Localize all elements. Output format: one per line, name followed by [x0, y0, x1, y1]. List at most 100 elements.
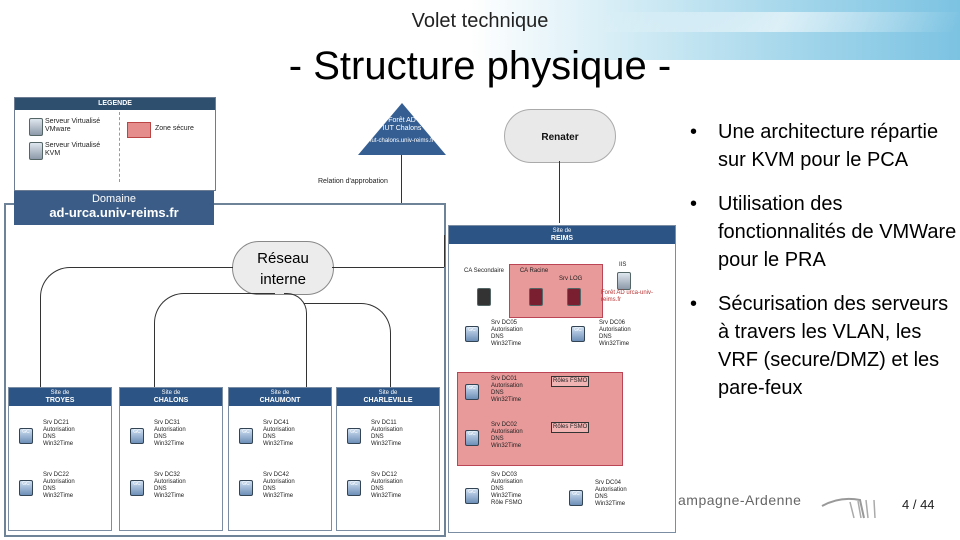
srv-name: Srv DC42 — [263, 472, 290, 478]
page-number: 4 / 44 — [902, 497, 935, 512]
role: Win32Time — [263, 441, 294, 447]
role: Win32Time — [371, 493, 402, 499]
gc-server-icon: GC — [239, 480, 253, 496]
site-reims-label: Site de — [552, 228, 572, 234]
renater-label: Renater — [541, 132, 579, 143]
role: Autorisation — [595, 487, 627, 493]
role: Win32Time — [491, 341, 522, 347]
srv-name: Srv DC02 — [491, 422, 518, 428]
gc-label: GC — [468, 489, 476, 495]
gc-label: GC — [572, 491, 580, 497]
secure-zone-swatch — [127, 122, 151, 138]
wire-chalons — [154, 293, 275, 388]
role: Autorisation — [371, 427, 403, 433]
srv-name: Srv DC01 — [491, 376, 518, 382]
bullet-dot-icon: • — [690, 121, 698, 143]
site-charleville-name: CHARLEVILLE — [363, 397, 413, 404]
gc-server-icon: GC — [130, 480, 144, 496]
bullet-item: •Utilisation des fonctionnalités de VMWa… — [690, 190, 960, 274]
gc-server-icon: GC — [465, 326, 479, 342]
forest-ad-label: Forêt AD IUT Chalons iut-chalons.univ-re… — [362, 117, 442, 145]
fsmo-roles-1: Rôles FSMO — [551, 376, 590, 387]
role: DNS — [43, 434, 56, 440]
gc-server-icon: GC — [465, 488, 479, 504]
legend-divider — [119, 112, 120, 182]
diagram-legend: LEGENDE Serveur Virtualisé VMware Serveu… — [14, 97, 216, 191]
bullet-text: Une architecture répartie sur KVM pour l… — [718, 121, 939, 171]
footer-brand: ampagne-Ardenne — [678, 492, 802, 508]
role: Win32Time — [263, 493, 294, 499]
role: DNS — [43, 486, 56, 492]
role: Win32Time — [154, 441, 185, 447]
gc-label: GC — [242, 429, 250, 435]
gc-server-icon: GC — [130, 428, 144, 444]
role: Win32Time — [491, 397, 522, 403]
gc-server-icon: GC — [571, 326, 585, 342]
bullet-text: Utilisation des fonctionnalités de VMWar… — [718, 193, 957, 271]
vmware-server-icon — [29, 118, 43, 136]
secure-zone-dc — [457, 372, 623, 466]
bullet-list: • Une architecture répartie sur KVM pour … — [690, 118, 960, 418]
role: Autorisation — [599, 327, 631, 333]
role: DNS — [371, 434, 384, 440]
role: Win32Time — [43, 441, 74, 447]
role: Rôle FSMO — [491, 500, 523, 506]
gc-server-icon: GC — [239, 428, 253, 444]
role: DNS — [154, 486, 167, 492]
role: Win32Time — [154, 493, 185, 499]
role: Autorisation — [491, 327, 523, 333]
ca-root: CA Racine — [519, 268, 549, 274]
wire-reims-up — [444, 235, 445, 267]
role: DNS — [595, 494, 608, 500]
bullet-item: • Une architecture répartie sur KVM pour … — [690, 118, 960, 174]
role: Autorisation — [491, 479, 523, 485]
approval-link — [401, 155, 402, 203]
kvm-server-icon — [29, 142, 43, 160]
site-charleville-label: Site de — [378, 390, 398, 396]
srv-log-server-icon — [567, 288, 581, 306]
role: DNS — [263, 434, 276, 440]
role: Autorisation — [43, 427, 75, 433]
gc-label: GC — [350, 481, 358, 487]
gc-server-icon: GC — [465, 430, 479, 446]
role: DNS — [154, 434, 167, 440]
renater-cloud: Renater — [504, 109, 616, 163]
gc-label: GC — [574, 327, 582, 333]
forest-ad-link: Forêt AD urca-univ-reims.fr — [601, 290, 654, 303]
relation-label: Relation d'approbation — [318, 178, 388, 185]
srv-log: Srv LOG — [559, 276, 583, 282]
role: Autorisation — [154, 479, 186, 485]
gc-server-icon: GC — [19, 428, 33, 444]
srv-name: Srv DC31 — [154, 420, 181, 426]
role: Win32Time — [595, 501, 626, 507]
srv-name: Srv DC21 — [43, 420, 70, 426]
gc-label: GC — [133, 481, 141, 487]
role: DNS — [599, 334, 612, 340]
srv-name: Srv DC05 — [491, 320, 518, 326]
internal-network-label: Réseau interne — [233, 248, 333, 290]
ca-root-server-icon — [529, 288, 543, 306]
gc-server-icon: GC — [569, 490, 583, 506]
iis-server-icon — [617, 272, 631, 290]
role: Autorisation — [43, 479, 75, 485]
forest-line2: IUT Chalons — [382, 125, 422, 132]
role: DNS — [491, 334, 504, 340]
srv-name: Srv DC22 — [43, 472, 70, 478]
slide-supertitle: Volet technique — [411, 10, 549, 32]
role: Autorisation — [263, 479, 295, 485]
legend-title: LEGENDE — [15, 98, 215, 110]
gc-server-icon: GC — [347, 480, 361, 496]
legend-secure-zone-label: Zone sécure — [155, 125, 194, 132]
